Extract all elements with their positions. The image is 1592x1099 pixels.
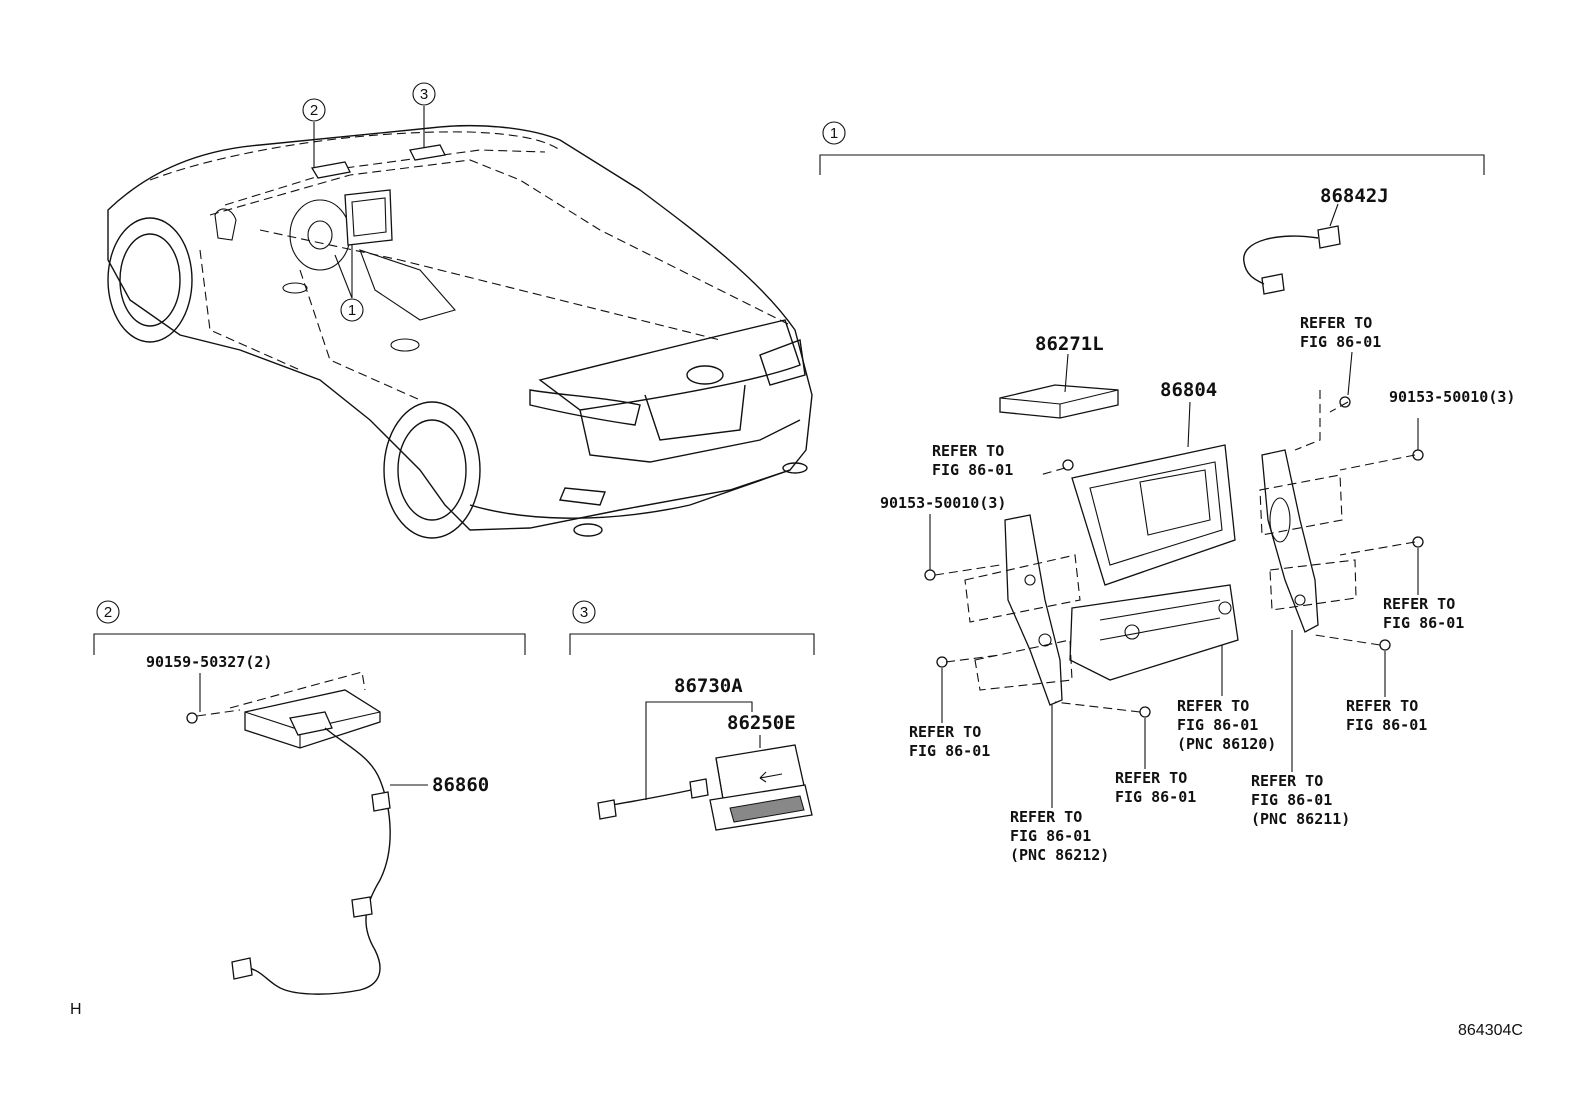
svg-text:2: 2 [310, 102, 318, 119]
antenna-module-86860 [186, 671, 428, 995]
screw-90159-label: 90159-50327(2) [146, 653, 272, 671]
screw-right-label: 90153-50010(3) [1389, 388, 1515, 406]
refer-86211-line3: (PNC 86211) [1251, 810, 1350, 828]
svg-text:1: 1 [830, 125, 838, 142]
callout-2-top: 2 [302, 98, 326, 122]
refer-86212-line1: REFER TO [1010, 808, 1082, 826]
group-2-header: 2 [93, 600, 526, 655]
corner-left-label: H [70, 1001, 82, 1018]
part-86804-label: 86804 [1160, 379, 1217, 401]
diagram-id-label: 864304C [1458, 1022, 1523, 1039]
svg-text:2: 2 [104, 604, 112, 621]
svg-text:3: 3 [580, 604, 588, 621]
part-86250e-label: 86250E [727, 712, 796, 734]
car-illustration [107, 106, 813, 539]
part-86271l-label: 86271L [1035, 333, 1104, 355]
refer-right-low-line2: FIG 86-01 [1346, 716, 1427, 734]
group-1-header: 1 [819, 121, 1485, 175]
screw-left-label: 90153-50010(3) [880, 494, 1006, 512]
part-86842j-label: 86842J [1320, 185, 1389, 207]
refer-bottom-mid-line1: REFER TO [1115, 769, 1187, 787]
screw-icons [924, 396, 1424, 718]
refer-left-top-line2: FIG 86-01 [932, 461, 1013, 479]
refer-left-top-line1: REFER TO [932, 442, 1004, 460]
part-86730a-label: 86730A [674, 675, 743, 697]
svg-text:1: 1 [348, 302, 356, 319]
part-86860-label: 86860 [432, 774, 489, 796]
svg-text:3: 3 [420, 86, 428, 103]
refer-right-mid-line1: REFER TO [1383, 595, 1455, 613]
refer-86212-line3: (PNC 86212) [1010, 846, 1109, 864]
refer-left-low-line2: FIG 86-01 [909, 742, 990, 760]
refer-bottom-mid-line2: FIG 86-01 [1115, 788, 1196, 806]
refer-86211-line2: FIG 86-01 [1251, 791, 1332, 809]
refer-top-right-line1: REFER TO [1300, 314, 1372, 332]
refer-right-mid-line2: FIG 86-01 [1383, 614, 1464, 632]
bracket-right [1259, 390, 1357, 633]
connector-86250e [597, 744, 813, 831]
refer-top-right-line2: FIG 86-01 [1300, 333, 1381, 351]
head-unit-86804 [1069, 401, 1239, 696]
callout-3-top: 3 [412, 82, 436, 106]
module-86271l [999, 353, 1119, 419]
refer-86120-line3: (PNC 86120) [1177, 735, 1276, 753]
group-3-header: 3 [569, 600, 815, 655]
refer-86211-line1: REFER TO [1251, 772, 1323, 790]
refer-left-low-line1: REFER TO [909, 723, 981, 741]
callout-1-car: 1 [340, 298, 364, 322]
refer-86120-line1: REFER TO [1177, 697, 1249, 715]
refer-86120-line2: FIG 86-01 [1177, 716, 1258, 734]
refer-86212-line2: FIG 86-01 [1010, 827, 1091, 845]
bracket-left [964, 514, 1081, 706]
cable-86842j [1243, 203, 1341, 295]
refer-right-low-line1: REFER TO [1346, 697, 1418, 715]
